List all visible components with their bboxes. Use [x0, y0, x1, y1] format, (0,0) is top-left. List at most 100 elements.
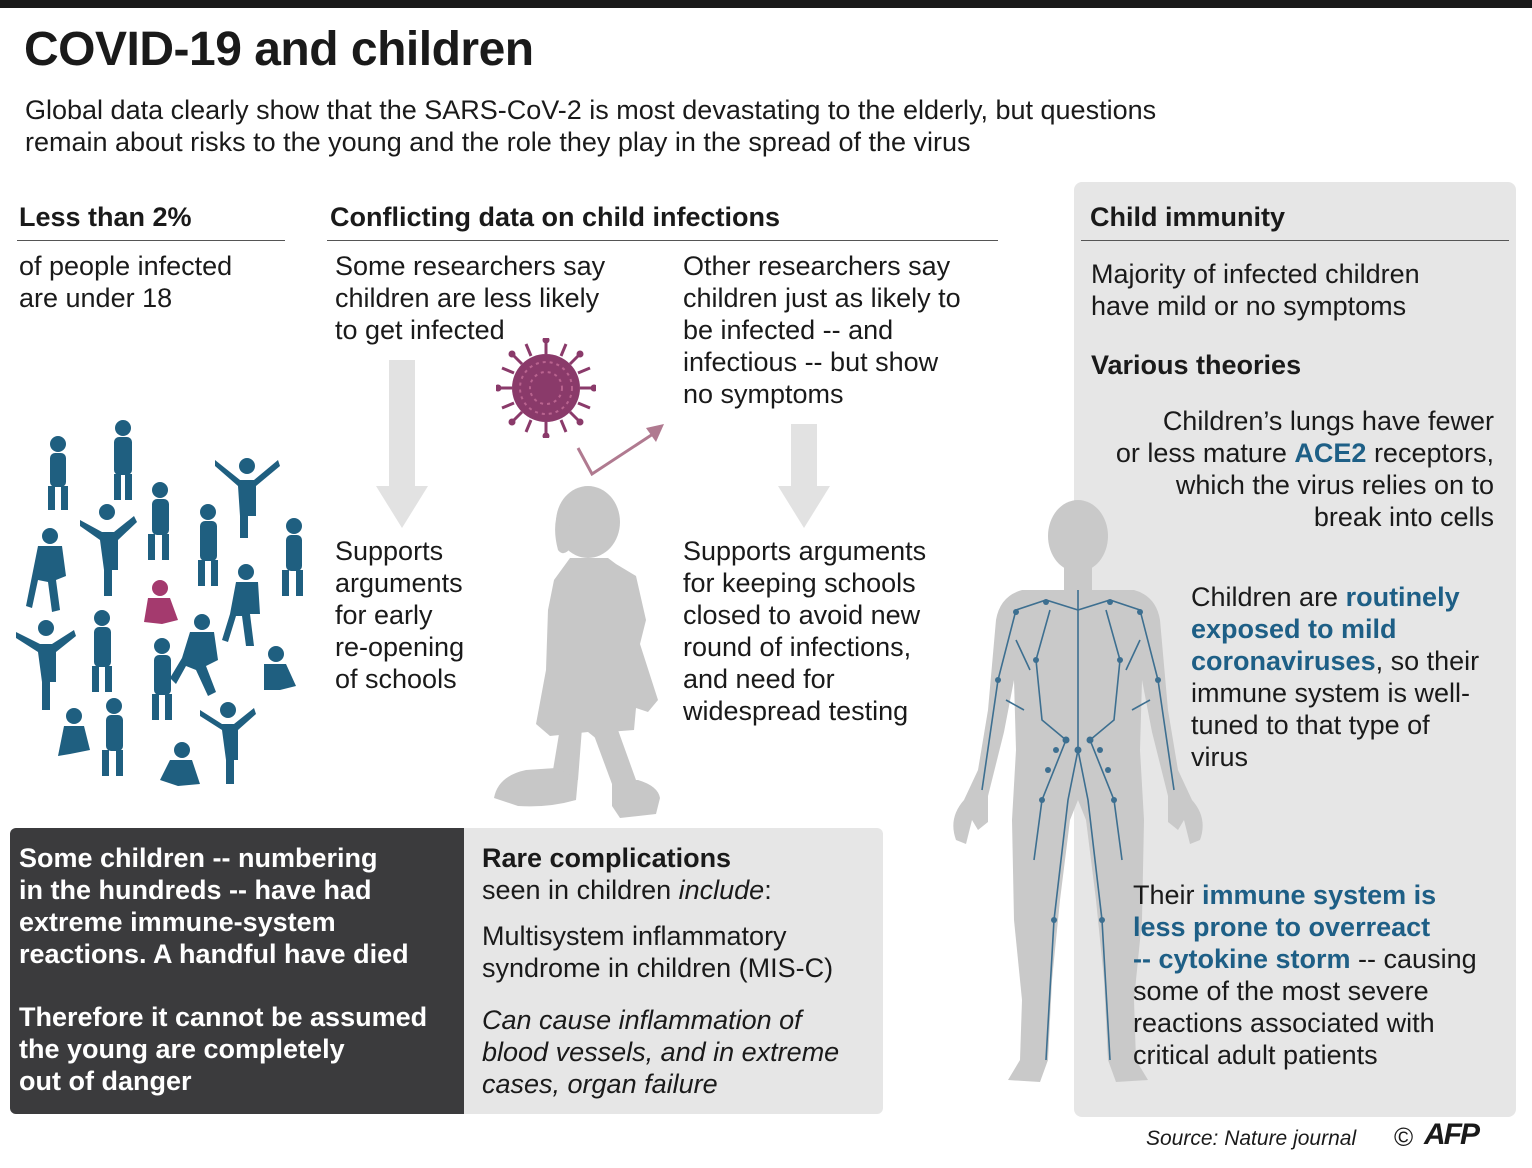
stat-line-1: of people infected [19, 251, 233, 281]
stat-heading: Less than 2% [19, 202, 192, 232]
warning-line: in the hundreds -- have had [19, 875, 372, 905]
child-figure-icon [170, 614, 218, 696]
theory-ace2-text: or less mature [1115, 438, 1295, 468]
effects-line: cases, organ failure [482, 1069, 718, 1099]
warning-box: Some children -- numbering in the hundre… [10, 828, 464, 1114]
conflict-left-result: Supports arguments for early re-opening … [335, 535, 464, 695]
left-result-line: arguments [335, 568, 463, 598]
child-figure-icon [102, 698, 123, 776]
stat-text: of people infected are under 18 [19, 250, 232, 314]
complications-condition: Multisystem inflammatory syndrome in chi… [482, 920, 882, 984]
immunity-rule [1081, 240, 1509, 241]
theory-ace2-line: which the virus relies on to [1175, 470, 1494, 500]
warning-line: extreme immune-system [19, 907, 336, 937]
child-figure-icon [80, 504, 137, 596]
afp-logo: AFP [1424, 1118, 1480, 1151]
conflict-rule [327, 240, 998, 241]
conflict-right-result: Supports arguments for keeping schools c… [683, 535, 926, 727]
theory-coronaviruses: Children are routinely exposed to mild c… [1191, 581, 1511, 773]
down-arrow-right-icon [778, 424, 830, 528]
immunity-intro-line: Majority of infected children [1091, 259, 1420, 289]
child-figure-icon [114, 420, 132, 500]
child-figure-icon [215, 458, 280, 538]
stat-line-2: are under 18 [19, 283, 173, 313]
subtitle-line-1: Global data clearly show that the SARS-C… [25, 95, 1157, 125]
complications-effects: Can cause inflammation of blood vessels,… [482, 1004, 882, 1100]
right-result-line: Supports arguments [683, 536, 927, 566]
theory-cytokine-line: some of the most severe [1133, 976, 1429, 1006]
theory-corona-text: Children are [1191, 582, 1346, 612]
theory-corona-line: virus [1191, 742, 1249, 772]
child-figure-icon [222, 564, 260, 646]
ace2-highlight: ACE2 [1294, 438, 1367, 468]
complications-sub-text: seen in children [482, 875, 679, 905]
conflict-left-line: Some researchers say [335, 251, 606, 281]
theory-corona-text: , so their [1375, 646, 1480, 676]
complications-sub-italic: include [678, 875, 765, 905]
conflict-left-line: to get infected [335, 315, 505, 345]
child-figure-icon [58, 708, 90, 756]
conflict-right-line: Other researchers say [683, 251, 951, 281]
theory-ace2-line: break into cells [1313, 502, 1494, 532]
child-figure-icon [26, 528, 66, 612]
complications-heading: Rare complications [482, 843, 732, 873]
stat-rule [17, 240, 285, 241]
theory-cytokine-line: reactions associated with [1133, 1008, 1435, 1038]
right-result-line: and need for [683, 664, 835, 694]
child-figure-icon [264, 646, 296, 690]
right-result-line: for keeping schools [683, 568, 916, 598]
theory-corona-line: Children are routinely [1191, 581, 1511, 613]
effects-line: blood vessels, and in extreme [482, 1037, 840, 1067]
theory-cytokine-line: -- cytokine storm -- causing [1133, 943, 1523, 975]
theory-ace2: Children’s lungs have fewer or less matu… [1080, 405, 1494, 533]
right-result-line: closed to avoid new [683, 600, 921, 630]
warning-line: the young are completely [19, 1034, 345, 1064]
child-figure-icon [48, 436, 68, 510]
child-figure-icon [92, 610, 112, 692]
complications-subheading: seen in children include: [482, 874, 882, 906]
conflict-right-line: be infected -- and [683, 315, 894, 345]
child-figure-icon [198, 504, 218, 586]
right-result-line: widespread testing [683, 696, 909, 726]
conflict-right-line: infectious -- but show [683, 347, 939, 377]
theory-corona-line: coronaviruses, so their [1191, 645, 1511, 677]
conflict-right-line: children just as likely to [683, 283, 961, 313]
right-result-line: round of infections, [683, 632, 912, 662]
condition-line: syndrome in children (MIS-C) [482, 953, 834, 983]
theory-ace2-line: Children’s lungs have fewer [1162, 406, 1494, 436]
warning-line: out of danger [19, 1066, 192, 1096]
top-bar [0, 0, 1532, 8]
theory-cytokine-highlight: immune system is [1202, 880, 1437, 910]
effects-line: Can cause inflammation of [482, 1005, 802, 1035]
warning-para-2: Therefore it cannot be assumed the young… [19, 1001, 459, 1097]
walking-child-silhouette [494, 486, 660, 818]
child-figure-icon [160, 742, 200, 786]
theory-cytokine-text: -- causing [1350, 944, 1477, 974]
complications-header: Rare complications seen in children incl… [482, 842, 882, 906]
theory-ace2-line: or less mature ACE2 receptors, [1080, 437, 1494, 469]
left-result-line: re-opening [335, 632, 465, 662]
page-subtitle: Global data clearly show that the SARS-C… [25, 94, 1325, 158]
warning-line: Some children -- numbering [19, 843, 378, 873]
theory-cytokine-text: Their [1133, 880, 1203, 910]
conflict-left-text: Some researchers say children are less l… [335, 250, 605, 346]
theory-ace2-text: receptors, [1366, 438, 1494, 468]
complications-box: Rare complications seen in children incl… [464, 828, 883, 1114]
theories-heading: Various theories [1091, 350, 1302, 380]
source-credit: Source: Nature journal [1146, 1127, 1357, 1150]
copyright-icon: © [1394, 1122, 1414, 1152]
subtitle-line-2: remain about risks to the young and the … [25, 127, 971, 157]
conflict-right-text: Other researchers say children just as l… [683, 250, 961, 410]
left-result-line: of schools [335, 664, 457, 694]
warning-para-1: Some children -- numbering in the hundre… [19, 842, 459, 970]
child-figure-icon [200, 702, 256, 784]
conflict-right-line: no symptoms [683, 379, 844, 409]
conflict-heading: Conflicting data on child infections [330, 202, 780, 232]
theory-cytokine: Their immune system is less prone to ove… [1133, 879, 1523, 1071]
theory-cytokine-line: critical adult patients [1133, 1040, 1378, 1070]
condition-line: Multisystem inflammatory [482, 921, 787, 951]
theory-corona-highlight: exposed to mild [1191, 614, 1397, 644]
up-arrow-check-icon [576, 424, 664, 477]
left-result-line: for early [335, 600, 433, 630]
theory-corona-highlight: routinely [1345, 582, 1460, 612]
